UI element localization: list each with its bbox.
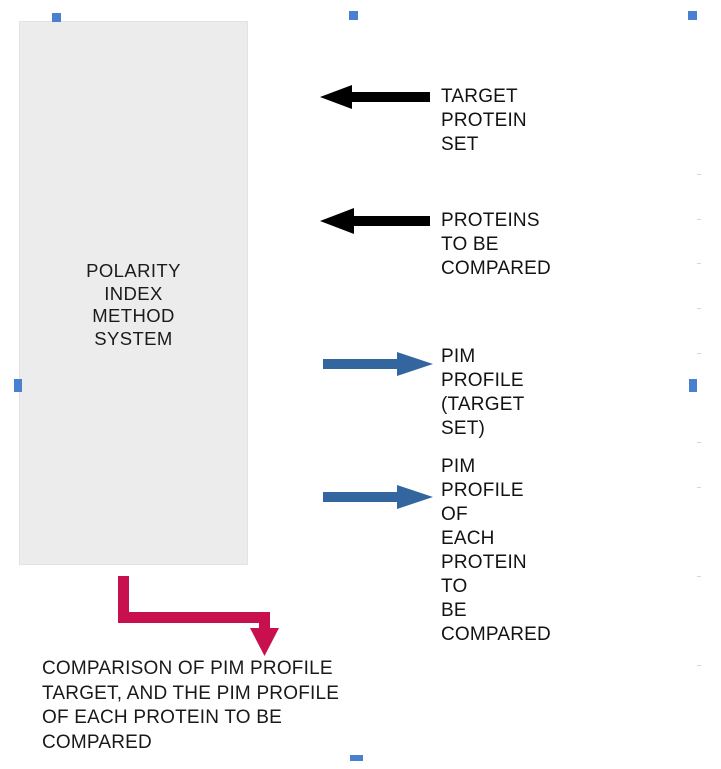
callout-label-target-protein-set: TARGET PROTEIN SET xyxy=(441,86,527,155)
selection-handle-middle-right[interactable] xyxy=(689,379,697,392)
callout-label-pim-profile-target-set: PIM PROFILE (TARGET SET) xyxy=(441,346,525,439)
selection-handle-top-center[interactable] xyxy=(349,11,358,20)
system-box-label: POLARITY INDEX METHOD SYSTEM xyxy=(86,260,181,349)
polarity-index-method-system-box[interactable]: POLARITY INDEX METHOD SYSTEM xyxy=(19,21,248,565)
margin-tick xyxy=(697,665,701,666)
callout-label-pim-profile-each-protein: PIM PROFILE OF EACH PROTEIN TO BE COMPAR… xyxy=(441,456,551,645)
margin-tick xyxy=(697,174,701,175)
blue-arrow-right-icon xyxy=(323,351,435,377)
margin-tick xyxy=(697,263,701,264)
black-arrow-left-icon xyxy=(318,207,432,235)
bottom-caption-text: COMPARISON OF PIM PROFILE TARGET, AND TH… xyxy=(42,658,340,753)
margin-tick xyxy=(697,353,701,354)
margin-tick xyxy=(697,442,701,443)
callout-label-proteins-to-be-compared: PROTEINS TO BE COMPARED xyxy=(441,210,551,279)
selection-handle-bottom-center[interactable] xyxy=(350,755,363,761)
blue-arrow-right-icon xyxy=(323,484,435,510)
red-elbow-arrow-icon xyxy=(110,570,300,665)
selection-handle-top-left[interactable] xyxy=(52,13,61,22)
selection-handle-top-right[interactable] xyxy=(688,11,697,20)
margin-tick xyxy=(697,219,701,220)
margin-tick xyxy=(697,487,701,488)
margin-tick xyxy=(697,576,701,577)
black-arrow-left-icon xyxy=(318,84,432,110)
selection-handle-middle-left[interactable] xyxy=(14,379,22,392)
margin-tick xyxy=(697,308,701,309)
